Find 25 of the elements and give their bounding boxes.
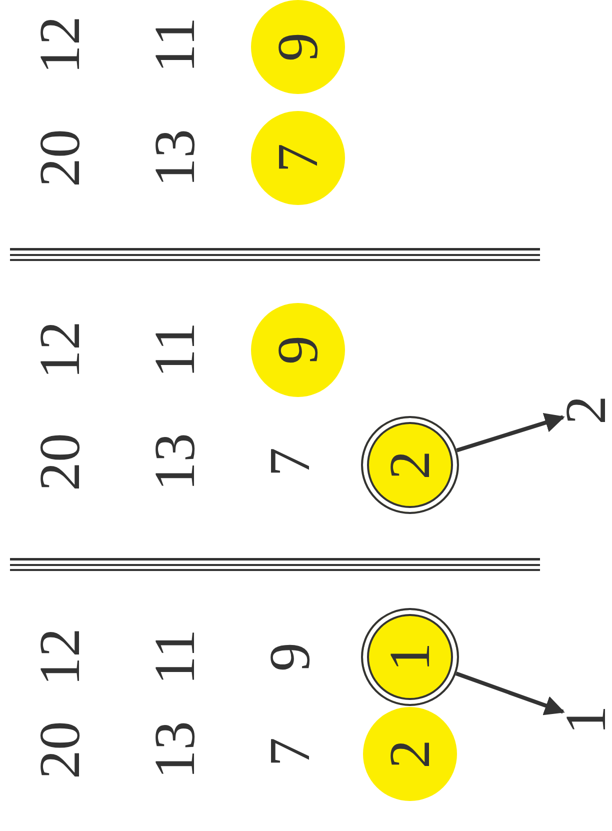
number: 9 [269,336,327,364]
number: 2 [381,740,439,768]
number: 20 [31,721,89,779]
number: 11 [146,322,204,378]
number: 11 [146,17,204,73]
number: 12 [31,628,89,686]
output-number: 2 [563,393,609,427]
number: 11 [146,629,204,685]
arrow [455,672,565,716]
number: 20 [31,433,89,491]
number: 7 [269,144,327,172]
number: 7 [261,738,319,766]
output-number: 1 [563,703,609,737]
number: 13 [146,433,204,491]
number: 13 [146,721,204,779]
number: 1 [381,642,439,672]
number: 20 [31,129,89,187]
number: 9 [261,642,319,672]
number: 9 [269,32,327,62]
number: 12 [31,321,89,379]
arrow [456,413,565,452]
number: 12 [31,16,89,74]
number: 13 [146,129,204,187]
number: 7 [261,448,319,476]
number: 2 [381,450,439,480]
